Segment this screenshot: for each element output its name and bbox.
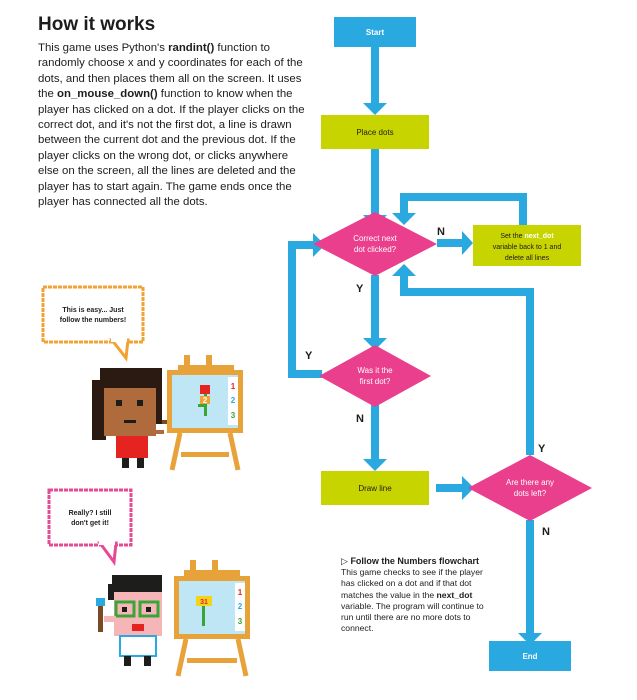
speech-bubble-top: This is easy... Just follow the numbers! <box>41 285 145 362</box>
arrowhead <box>392 213 416 225</box>
branch-label-y: Y <box>356 283 364 295</box>
triangle-icon: ▷ <box>341 556 348 566</box>
strip-digit-bottom-3: 3 <box>238 617 243 626</box>
caption-heading-text: Follow the Numbers flowchart <box>350 556 479 566</box>
intro-text: function to know when the player has cli… <box>38 88 305 209</box>
reset-label-2: variable back to 1 and <box>493 244 562 251</box>
strip-digit-top-2: 2 <box>231 396 236 405</box>
bubble-top-line-1: This is easy... Just <box>62 307 124 314</box>
canvas-digit-bottom: 31 <box>200 599 208 606</box>
first-dot-label-2: first dot? <box>360 377 391 386</box>
caption-body: This game checks to see if the player ha… <box>341 567 493 634</box>
strip-digit-top-1: 1 <box>231 382 236 391</box>
correct-dot-decision <box>313 212 437 276</box>
connector-first-loop <box>288 241 322 378</box>
start-label: Start <box>366 28 385 37</box>
flowchart-caption: ▷ Follow the Numbers flowchart This game… <box>341 556 493 634</box>
arrowhead <box>462 231 473 255</box>
start-box <box>334 17 416 47</box>
intro-code-text: randint() <box>168 42 215 54</box>
branch-label-n: N <box>356 413 364 425</box>
end-box <box>489 641 571 671</box>
intro-code-text: on_mouse_down() <box>57 88 158 101</box>
arrowhead <box>363 338 387 350</box>
girl-character-illustration <box>92 368 178 468</box>
reset-label-3: delete all lines <box>505 255 550 262</box>
branch-label-y: Y <box>305 350 313 362</box>
intro-text: function to randomly choose x and y coor… <box>38 42 303 101</box>
draw-line-label: Draw line <box>358 484 392 493</box>
place-dots-label: Place dots <box>356 128 393 137</box>
branch-label-y: Y <box>538 443 546 455</box>
place-dots-box <box>321 115 429 149</box>
intro-text: This game uses Python's <box>38 42 169 54</box>
intro-paragraph: This game uses Python's randint() functi… <box>38 41 310 210</box>
first-dot-label-1: Was it the <box>357 366 393 375</box>
end-label: End <box>522 652 537 661</box>
first-dot-decision <box>319 345 431 407</box>
correct-dot-label-1: Correct next <box>353 234 397 243</box>
bubble-top-line-2: follow the numbers! <box>60 317 127 324</box>
connector-reset-loop <box>400 193 527 227</box>
correct-dot-label-2: dot clicked? <box>354 245 397 254</box>
reset-box <box>473 225 581 266</box>
bubble-bottom-line-1: Really? I still <box>69 510 112 517</box>
dots-left-decision <box>468 455 592 521</box>
reset-label-1: Set the next_dot <box>500 233 554 240</box>
dots-left-label-1: Are there any <box>506 478 554 487</box>
page-title: How it works <box>38 14 156 35</box>
easel-painting-bottom: 31 1 2 3 <box>174 560 250 677</box>
boy-character-illustration <box>96 575 162 666</box>
canvas-digit-top: 2 <box>203 396 208 405</box>
caption-body-text: variable. The program will continue to r… <box>341 600 484 634</box>
caption-heading: ▷ Follow the Numbers flowchart <box>341 556 493 567</box>
branch-label-n: N <box>542 526 550 538</box>
caption-code-text: next_dot <box>436 589 473 600</box>
dots-left-label-2: dots left? <box>514 489 547 498</box>
strip-digit-bottom-2: 2 <box>238 602 243 611</box>
strip-digit-bottom-1: 1 <box>238 588 243 597</box>
arrowhead <box>518 633 542 645</box>
easel-painting-top: 2 1 2 3 <box>167 355 243 471</box>
arrowhead <box>363 103 387 115</box>
strip-digit-top-3: 3 <box>231 411 236 420</box>
arrowhead <box>363 459 387 471</box>
bubble-bottom-line-2: don't get it! <box>71 520 109 527</box>
connector-left-loop <box>400 276 534 455</box>
arrowhead <box>392 264 416 276</box>
speech-bubble-bottom: Really? I still don't get it! <box>47 488 133 567</box>
draw-line-box <box>321 471 429 505</box>
branch-label-n: N <box>437 226 445 238</box>
caption-body-text: This game checks to see if the player ha… <box>341 567 483 600</box>
